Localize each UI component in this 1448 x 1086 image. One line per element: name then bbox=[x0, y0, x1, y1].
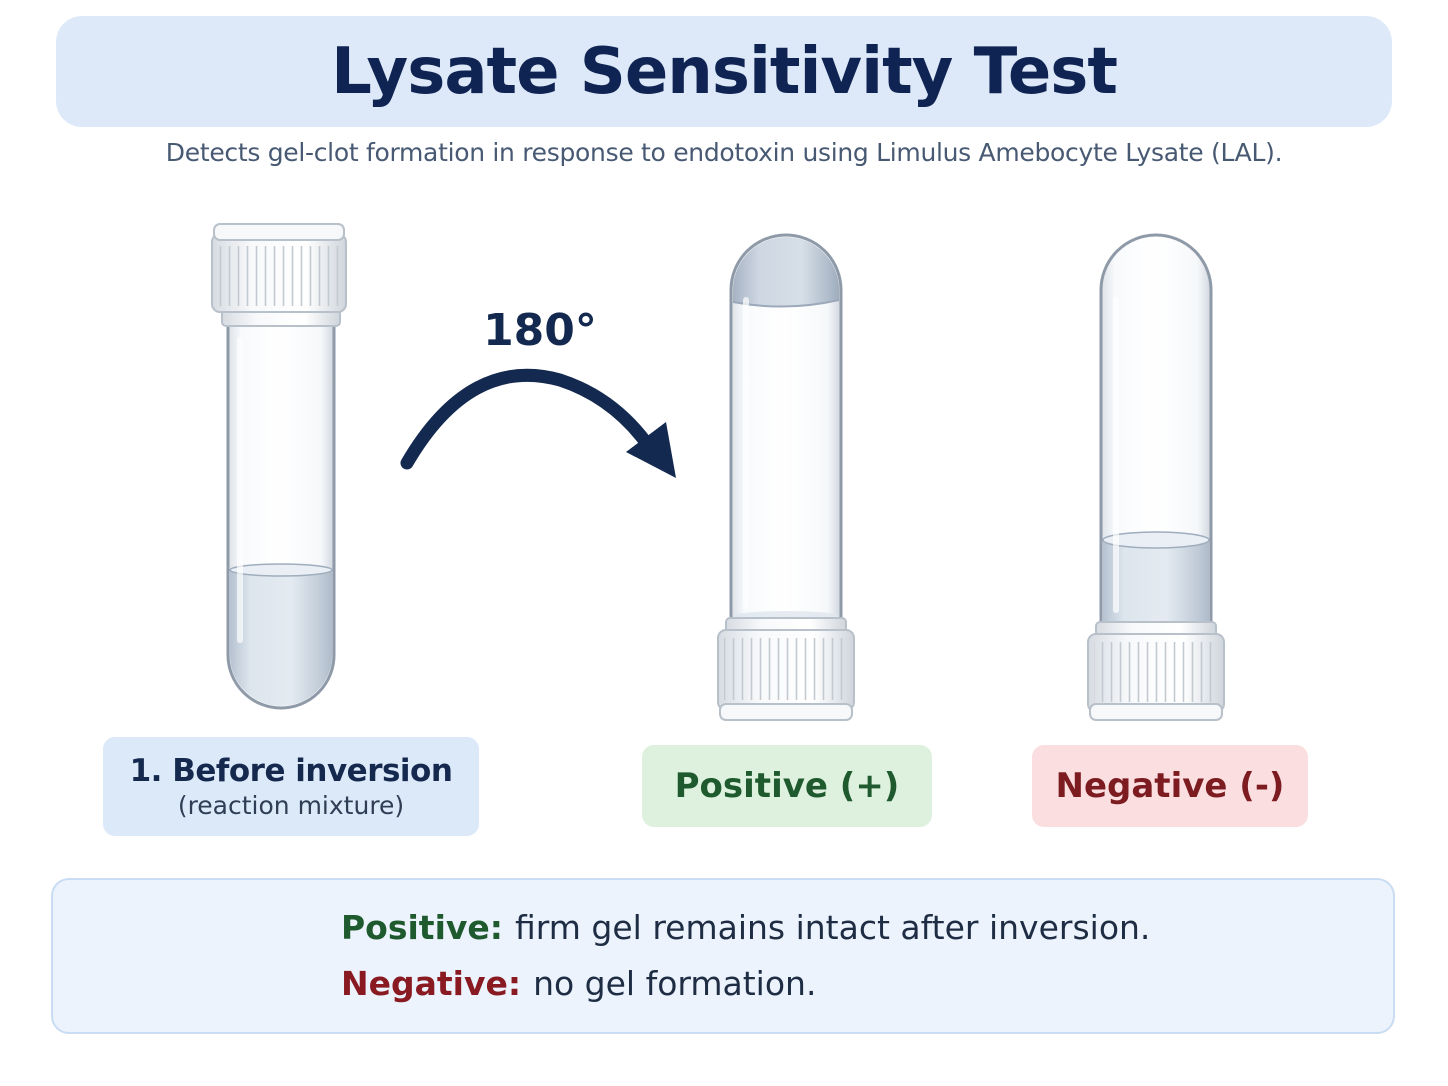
screw-cap-icon bbox=[1087, 621, 1225, 721]
result-positive-text: firm gel remains intact after inversion. bbox=[515, 908, 1151, 947]
result-positive-key: Positive: bbox=[341, 908, 503, 947]
tube-before-inversion bbox=[211, 223, 347, 710]
liquid-no-gel bbox=[1103, 536, 1209, 624]
label-positive: Positive (+) bbox=[642, 745, 932, 827]
results-legend: Positive: firm gel remains intact after i… bbox=[51, 878, 1395, 1034]
label-before-sub: (reaction mixture) bbox=[177, 791, 405, 820]
tube-negative bbox=[1087, 233, 1225, 721]
liquid-reaction-mixture bbox=[230, 566, 332, 706]
page-title: Lysate Sensitivity Test bbox=[331, 34, 1118, 109]
rotation-arrow-icon bbox=[400, 368, 676, 478]
screw-cap-icon bbox=[211, 223, 347, 327]
result-negative-key: Negative: bbox=[341, 964, 522, 1003]
label-negative: Negative (-) bbox=[1032, 745, 1308, 827]
screw-cap-icon bbox=[717, 617, 855, 721]
tube-positive bbox=[717, 233, 855, 721]
result-negative-line: Negative: no gel formation. bbox=[341, 964, 816, 1003]
label-negative-text: Negative (-) bbox=[1055, 766, 1285, 806]
rotation-angle-label: 180° bbox=[483, 305, 597, 356]
label-before-inversion: 1. Before inversion (reaction mixture) bbox=[103, 737, 479, 836]
result-negative-text: no gel formation. bbox=[533, 964, 817, 1003]
label-before-main: 1. Before inversion bbox=[129, 753, 453, 789]
page-subtitle: Detects gel-clot formation in response t… bbox=[165, 138, 1283, 167]
title-banner: Lysate Sensitivity Test bbox=[56, 16, 1392, 127]
gel-clot bbox=[733, 237, 839, 306]
result-positive-line: Positive: firm gel remains intact after i… bbox=[341, 908, 1150, 947]
label-positive-text: Positive (+) bbox=[674, 766, 900, 806]
